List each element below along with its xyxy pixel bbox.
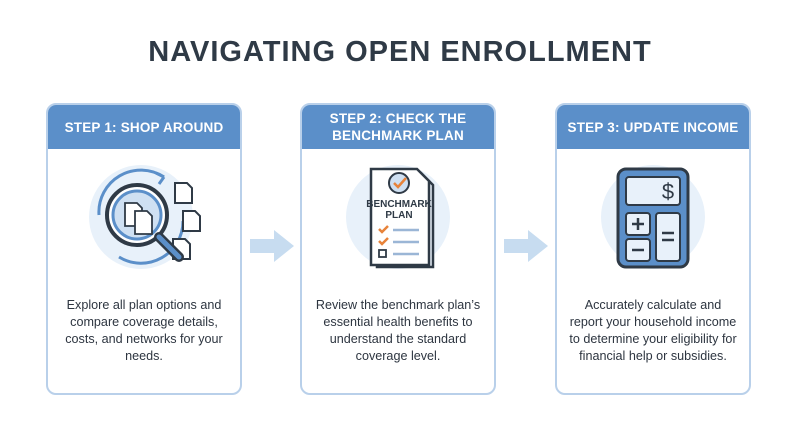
benchmark-document-icon: BENCHMARK PLAN — [302, 155, 494, 285]
step-3-heading: STEP 3: UPDATE INCOME — [557, 105, 749, 149]
calculator-dollar-icon: $ — [557, 155, 749, 285]
page-title: NAVIGATING OPEN ENROLLMENT — [148, 36, 652, 68]
benchmark-label: BENCHMARK — [366, 199, 432, 210]
step-3-card: STEP 3: UPDATE INCOME $ Accurately calcu… — [555, 103, 751, 395]
step-2-description: Review the benchmark plan’s essential he… — [315, 298, 481, 363]
step-3-description: Accurately calculate and report your hou… — [569, 298, 737, 363]
step-1-card: STEP 1: SHOP AROUND Explore all — [46, 103, 242, 395]
plan-label: PLAN — [385, 210, 412, 221]
arrow-right-icon — [504, 230, 548, 262]
magnifier-documents-icon — [48, 155, 240, 285]
step-2-card: STEP 2: CHECK THE BENCHMARK PLAN BENCHMA… — [300, 103, 496, 395]
step-1-heading: STEP 1: SHOP AROUND — [48, 105, 240, 149]
step-1-description: Explore all plan options and compare cov… — [65, 298, 223, 363]
dollar-sign: $ — [662, 179, 674, 204]
step-2-heading: STEP 2: CHECK THE BENCHMARK PLAN — [302, 105, 494, 149]
arrow-right-icon — [250, 230, 294, 262]
